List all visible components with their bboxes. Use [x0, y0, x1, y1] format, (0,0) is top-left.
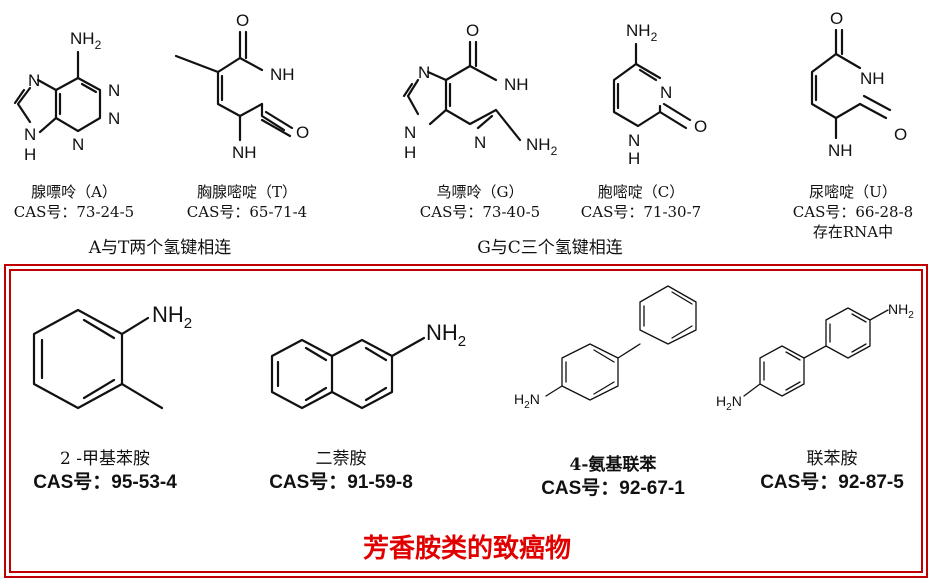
svg-text:NH: NH: [270, 65, 295, 84]
svg-text:H: H: [24, 145, 36, 164]
toluidine-cas: CAS号：95-53-4: [33, 472, 177, 493]
at-pairing-caption: A与T两个氢键相连: [88, 238, 232, 258]
aminobiphenyl-label: 4-氨基联苯 CAS号：92-67-1: [508, 454, 718, 500]
aminobiphenyl-cas: CAS号：92-67-1: [541, 478, 685, 499]
svg-text:O: O: [894, 125, 907, 144]
toluidine-name: 2 -甲基苯胺: [60, 449, 150, 469]
carcinogen-frame-outer: [4, 264, 928, 578]
svg-text:N: N: [28, 71, 40, 90]
cytosine-cas: CAS号：71-30-7: [580, 203, 702, 221]
svg-text:N: N: [24, 125, 36, 144]
svg-text:O: O: [466, 21, 479, 40]
aminobiphenyl-structure: H2N: [514, 285, 697, 411]
adenine-structure: NH2 N N N N N H: [13, 29, 120, 164]
uracil-note: 存在RNA中: [812, 223, 894, 241]
svg-text:O: O: [830, 9, 843, 28]
guanine-cas: CAS号：73-40-5: [419, 203, 541, 221]
uracil-cas: CAS号：66-28-8: [792, 203, 914, 221]
uracil-label: 尿嘧啶（U） CAS号：66-28-8 存在RNA中: [780, 182, 926, 242]
adenine-name: 腺嘌呤（A）: [31, 183, 117, 201]
svg-text:N: N: [108, 109, 120, 128]
cytosine-structure: NH2 N O N H: [612, 21, 707, 168]
svg-text:NH2: NH2: [626, 21, 658, 44]
svg-text:O: O: [236, 11, 249, 30]
aminobiphenyl-name: 4-氨基联苯: [569, 455, 657, 475]
gc-pairing-caption: G与C三个氢键相连: [477, 238, 623, 258]
svg-text:H: H: [628, 149, 640, 168]
svg-text:H: H: [404, 143, 416, 162]
adenine-cas: CAS号：73-24-5: [13, 203, 135, 221]
svg-text:N: N: [404, 123, 416, 142]
naphthylamine-name: 二萘胺: [315, 449, 367, 469]
thymine-name: 胸腺嘧啶（T）: [196, 183, 297, 201]
uracil-structure: O NH O NH: [810, 9, 907, 160]
svg-text:O: O: [694, 117, 707, 136]
svg-text:N: N: [418, 63, 430, 82]
svg-text:N: N: [474, 133, 486, 152]
cytosine-label: 胞嘧啶（C） CAS号：71-30-7: [568, 182, 714, 222]
svg-text:NH2: NH2: [70, 29, 102, 52]
svg-text:H2N: H2N: [716, 393, 742, 413]
naphthylamine-cas: CAS号：91-59-8: [269, 472, 413, 493]
benzidine-name: 联苯胺: [806, 449, 858, 469]
svg-text:NH: NH: [860, 69, 885, 88]
carcinogen-banner: 芳香胺类的致癌物: [362, 534, 571, 564]
svg-text:H2N: H2N: [514, 391, 540, 411]
svg-text:NH2: NH2: [888, 301, 914, 321]
guanine-structure: O NH N N N H NH2: [402, 21, 558, 162]
adenine-label: 腺嘌呤（A） CAS号：73-24-5: [4, 182, 144, 222]
naphthylamine-label: 二萘胺 CAS号：91-59-8: [236, 448, 446, 494]
thymine-label: 胸腺嘧啶（T） CAS号：65-71-4: [172, 182, 322, 222]
guanine-label: 鸟嘌呤（G） CAS号：73-40-5: [410, 182, 550, 222]
naphthylamine-structure: NH2: [270, 320, 466, 410]
uracil-name: 尿嘧啶（U）: [809, 183, 897, 201]
svg-text:N: N: [108, 81, 120, 100]
benzidine-structure: NH2 H2N: [716, 301, 914, 413]
thymine-structure: O NH O NH: [174, 11, 309, 162]
toluidine-label: 2 -甲基苯胺 CAS号：95-53-4: [0, 448, 210, 494]
svg-text:NH: NH: [504, 75, 529, 94]
svg-text:N: N: [628, 131, 640, 150]
svg-text:NH: NH: [828, 141, 853, 160]
svg-text:N: N: [72, 135, 84, 154]
svg-text:N: N: [660, 83, 672, 102]
svg-text:NH2: NH2: [526, 135, 558, 158]
guanine-name: 鸟嘌呤（G）: [436, 183, 524, 201]
thymine-cas: CAS号：65-71-4: [186, 203, 308, 221]
benzidine-cas: CAS号：92-87-5: [760, 472, 904, 493]
svg-text:NH: NH: [232, 143, 257, 162]
svg-text:O: O: [296, 123, 309, 142]
carcinogen-frame-inner: [9, 269, 923, 573]
benzidine-label: 联苯胺 CAS号：92-87-5: [732, 448, 932, 494]
cytosine-name: 胞嘧啶（C）: [597, 183, 685, 201]
